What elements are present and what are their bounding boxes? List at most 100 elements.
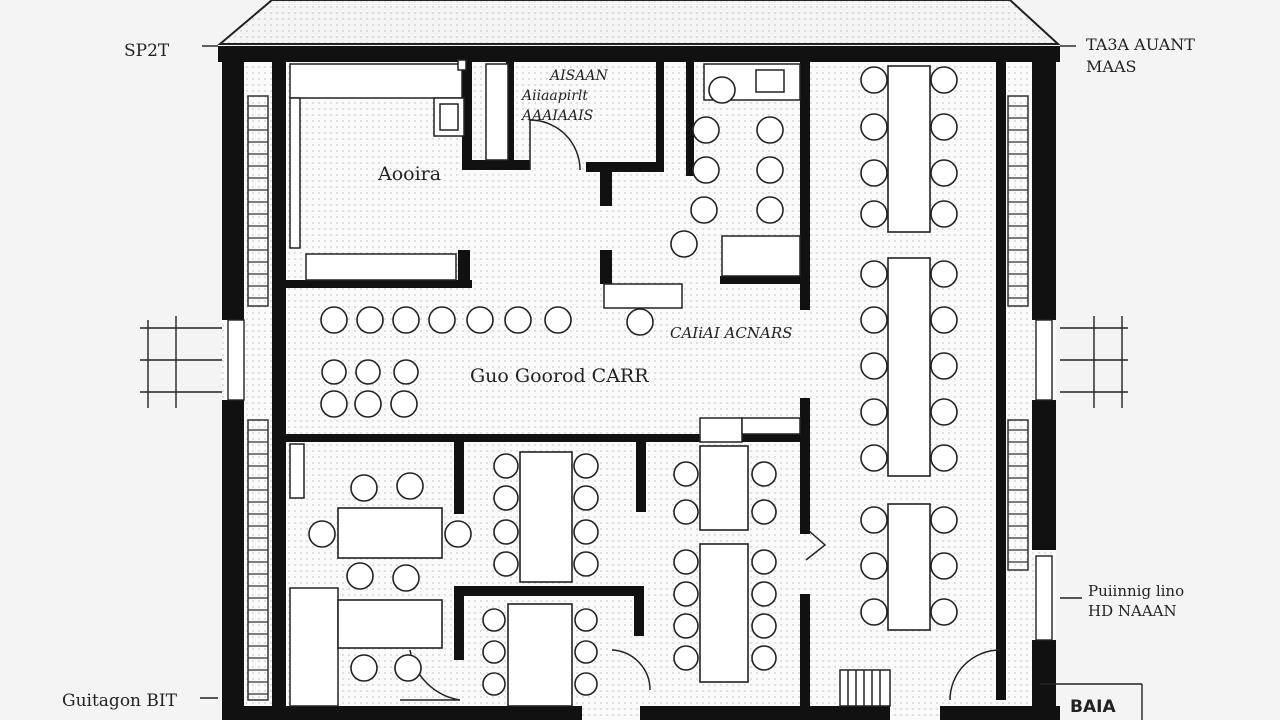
chair: [751, 549, 777, 575]
chair: [396, 472, 424, 500]
chair: [860, 113, 888, 141]
label-top-right-1: TA3A AUANT: [1086, 35, 1195, 54]
chair: [930, 306, 958, 334]
chair: [860, 552, 888, 580]
label-top-right-2: MAAS: [1086, 57, 1136, 76]
chair: [356, 306, 384, 334]
chair: [673, 613, 699, 639]
chair: [690, 196, 718, 224]
table: [519, 451, 573, 583]
interior-walls: [286, 60, 810, 706]
chair: [573, 551, 599, 577]
table: [337, 507, 443, 559]
wall-openings: [227, 319, 1053, 641]
roof: [217, 0, 1061, 45]
label-top-left: SP2T: [124, 41, 170, 61]
chair: [320, 390, 348, 418]
chair: [930, 552, 958, 580]
chair: [756, 196, 784, 224]
chair: [692, 156, 720, 184]
table: [699, 543, 749, 683]
chair: [860, 352, 888, 380]
table: [699, 445, 749, 531]
chair: [482, 672, 506, 696]
dining-tables: [337, 65, 931, 707]
label-right-note-1: Puiinnig lino: [1088, 582, 1184, 600]
table: [507, 603, 573, 707]
chair: [574, 640, 598, 664]
chair: [692, 116, 720, 144]
window-rungs: [248, 105, 1028, 695]
outer-walls: [218, 46, 1060, 720]
dining-chairs: [308, 66, 958, 696]
dimension-marks: [140, 45, 1143, 720]
chair: [308, 520, 336, 548]
label-bottom-left: Guitagon BIT: [62, 691, 178, 711]
chair: [860, 506, 888, 534]
chair: [504, 306, 532, 334]
chair: [392, 564, 420, 592]
chair: [354, 390, 382, 418]
chair: [930, 159, 958, 187]
chair: [393, 359, 419, 385]
label-corridor: Guo Goorod CARR: [470, 365, 649, 387]
chair: [930, 506, 958, 534]
chair: [493, 485, 519, 511]
chair: [320, 306, 348, 334]
chair: [670, 230, 698, 258]
chair: [860, 444, 888, 472]
chair: [673, 581, 699, 607]
label-kitchen-note-3: AAAIAAIS: [520, 108, 593, 124]
chair: [573, 453, 599, 479]
label-kitchen-note-2: Aiiaapirlt: [520, 88, 588, 104]
label-bottom-right: BAIA: [1070, 697, 1116, 717]
table: [887, 65, 931, 233]
chair: [860, 66, 888, 94]
chair: [321, 359, 347, 385]
chair: [860, 200, 888, 228]
chair: [482, 608, 506, 632]
chair: [751, 613, 777, 639]
chair: [493, 519, 519, 545]
chair: [930, 352, 958, 380]
chair: [673, 645, 699, 671]
chair: [394, 654, 422, 682]
chair: [482, 640, 506, 664]
chair: [673, 499, 699, 525]
chair: [751, 645, 777, 671]
chair: [930, 444, 958, 472]
chair: [930, 398, 958, 426]
chair: [708, 76, 736, 104]
chair: [930, 200, 958, 228]
chair: [930, 66, 958, 94]
chair: [350, 654, 378, 682]
chair: [466, 306, 494, 334]
label-room-a: Aooira: [377, 163, 441, 185]
chair: [626, 308, 654, 336]
chair: [860, 306, 888, 334]
chair: [673, 549, 699, 575]
chair: [574, 608, 598, 632]
chair: [355, 359, 381, 385]
chair: [860, 598, 888, 626]
label-right-note-2: HD NAAAN: [1088, 602, 1177, 620]
chair: [751, 461, 777, 487]
label-kitchen-note-1: AISAAN: [548, 68, 608, 84]
stair-lines: [847, 670, 881, 706]
chair: [428, 306, 456, 334]
chair: [930, 598, 958, 626]
chair: [756, 116, 784, 144]
chair: [346, 562, 374, 590]
chair: [751, 581, 777, 607]
chair: [390, 390, 418, 418]
chair: [493, 453, 519, 479]
door-swings: [400, 119, 1001, 701]
table: [887, 503, 931, 631]
chair: [544, 306, 572, 334]
chair: [860, 159, 888, 187]
chair: [673, 461, 699, 487]
chair: [574, 672, 598, 696]
table: [887, 257, 931, 477]
chair: [392, 306, 420, 334]
table: [337, 599, 443, 649]
